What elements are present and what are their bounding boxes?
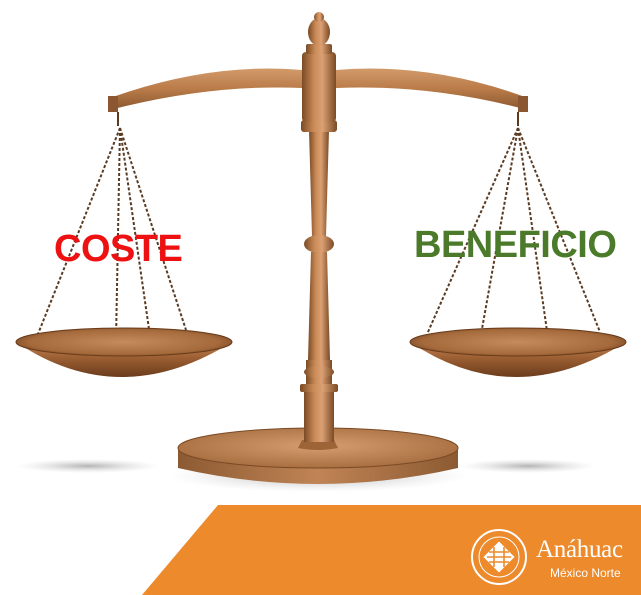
scale-base bbox=[177, 427, 459, 484]
brand-banner bbox=[142, 505, 641, 595]
right-shadow bbox=[460, 459, 596, 473]
left-chains bbox=[37, 127, 187, 341]
coste-label: COSTE bbox=[54, 228, 183, 270]
scale-column bbox=[300, 12, 338, 442]
right-pan bbox=[409, 327, 627, 377]
left-pan bbox=[15, 327, 233, 377]
scale-beam bbox=[110, 68, 302, 110]
brand-campus: México Norte bbox=[550, 566, 621, 580]
right-chains bbox=[427, 127, 601, 341]
left-shadow bbox=[16, 459, 160, 473]
beneficio-label: BENEFICIO bbox=[414, 224, 617, 266]
university-seal-icon bbox=[471, 529, 527, 585]
brand-name: Anáhuac bbox=[536, 536, 623, 563]
